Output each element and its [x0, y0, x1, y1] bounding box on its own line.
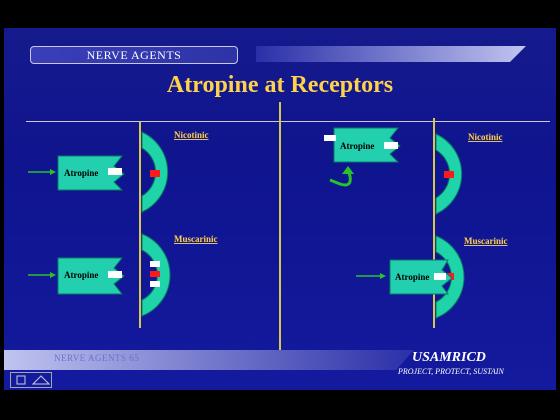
- organization-name: USAMRICD: [412, 350, 486, 365]
- receptor-diagram: Nicotinic Atropine Muscarinic Atropine N…: [28, 118, 508, 328]
- right-nicotinic-receptor: [435, 133, 463, 215]
- center-divider: [279, 102, 281, 362]
- left-bottom-atropine-tab: [108, 271, 122, 278]
- slide-title: Atropine at Receptors: [166, 72, 394, 98]
- right-nicotinic-label: Nicotinic: [468, 132, 503, 142]
- left-bottom-atropine-label: Atropine: [64, 270, 98, 280]
- left-bottom-arrow-head: [50, 272, 56, 278]
- slide: NERVE AGENTS Atropine at Receptors Nicot…: [4, 28, 556, 390]
- footer-slide-number: NERVE AGENTS 65: [54, 353, 140, 363]
- left-nicotinic-binding-site: [150, 170, 160, 177]
- right-top-atropine-tab: [384, 142, 398, 149]
- right-muscarinic-label: Muscarinic: [464, 236, 508, 246]
- right-top-atropine-block: [333, 127, 401, 163]
- right-bottom-atropine-block: [389, 259, 453, 295]
- right-bottom-atropine-label: Atropine: [395, 272, 429, 282]
- left-nicotinic-receptor: [141, 131, 169, 213]
- left-muscarinic-site-bottom: [150, 281, 160, 287]
- left-muscarinic-label: Muscarinic: [174, 234, 218, 244]
- right-detach-arrow: [329, 169, 352, 187]
- right-top-atropine-label: Atropine: [340, 141, 374, 151]
- left-top-atropine-block: [57, 155, 125, 191]
- left-top-atropine-label: Atropine: [64, 168, 98, 178]
- section-label: NERVE AGENTS: [30, 46, 238, 64]
- right-top-atropine-tab-left: [324, 135, 336, 141]
- right-detach-arrow-head: [342, 166, 354, 174]
- right-nicotinic-binding-site: [444, 171, 454, 178]
- slide-nav-button[interactable]: [10, 372, 52, 388]
- title-divider: [26, 121, 550, 122]
- nav-arrows-icon: [16, 375, 51, 385]
- left-muscarinic-binding-site: [150, 271, 160, 277]
- organization-motto: PROJECT, PROTECT, SUSTAIN: [398, 367, 504, 376]
- left-top-arrow-head: [50, 169, 56, 175]
- right-muscarinic-receptor: [435, 235, 465, 319]
- header-decoration-bar: [256, 46, 526, 62]
- right-bottom-arrow-head: [380, 273, 386, 279]
- left-nicotinic-label: Nicotinic: [174, 130, 209, 140]
- left-top-atropine-tab: [108, 168, 122, 175]
- footer-bar: [4, 350, 414, 370]
- left-bottom-atropine-block: [57, 257, 125, 295]
- left-muscarinic-site-top: [150, 261, 160, 267]
- right-bottom-atropine-tab: [434, 273, 446, 280]
